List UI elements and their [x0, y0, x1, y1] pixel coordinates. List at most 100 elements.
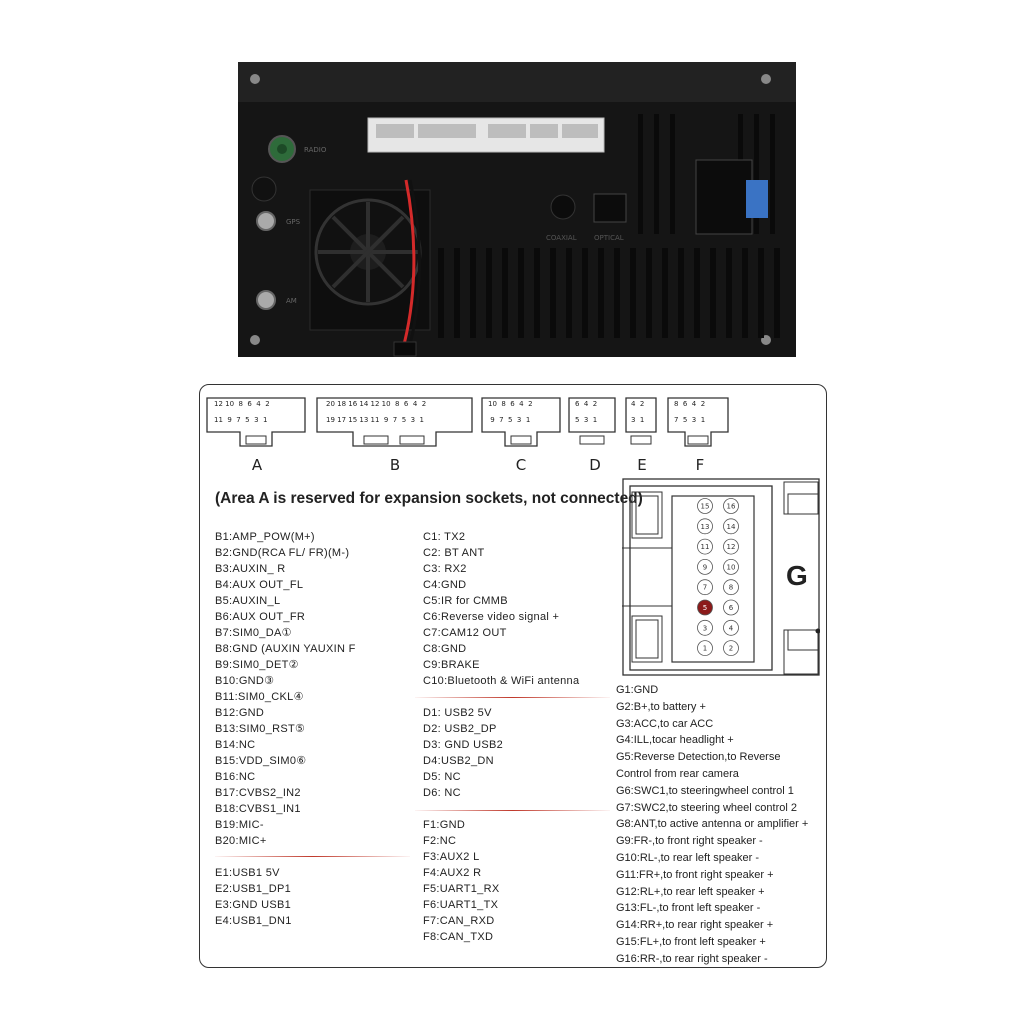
separator-line [415, 810, 610, 811]
g-pin-item: G3:ACC,to car ACC [616, 717, 714, 730]
connector-d: 6 4 2 5 3 1 [568, 396, 616, 448]
g-pin-number: 4 [729, 624, 734, 632]
d-pin-item: D4:USB2_DN [423, 755, 494, 767]
f-pin-item: F5:UART1_RX [423, 883, 500, 895]
b-pin-item: B20:MIC+ [215, 835, 267, 847]
c-pin-item: C3: RX2 [423, 563, 467, 575]
gps-label: GPS [286, 218, 301, 226]
connector-a-label: A [251, 456, 263, 474]
b-pin-item: B19:MIC- [215, 819, 264, 831]
screw-icon [250, 335, 260, 345]
g-pin-number: 10 [727, 563, 736, 571]
g-pin-number: 15 [701, 503, 710, 511]
g-pin-number: 8 [729, 584, 733, 592]
am-port-icon [256, 290, 276, 310]
e-pin-item: E1:USB1 5V [215, 867, 280, 879]
connector-c: 10 8 6 4 2 9 7 5 3 1 [481, 396, 561, 448]
e-pin-item: E2:USB1_DP1 [215, 883, 292, 895]
g-pin-item: G5:Reverse Detection,to Reverse [616, 751, 781, 764]
separator-line [415, 697, 610, 698]
connector-e-bottom-pins: 3 1 [631, 416, 645, 424]
b-pin-item: B6:AUX OUT_FR [215, 611, 306, 623]
d-pin-item: D1: USB2 5V [423, 707, 492, 719]
f-pin-item: F6:UART1_TX [423, 899, 499, 911]
g-pin-item: G9:FR-,to front right speaker - [616, 835, 763, 848]
b-pin-item: B18:CVBS1_IN1 [215, 803, 301, 815]
c-pin-item: C4:GND [423, 579, 467, 591]
connector-e-label: E [637, 456, 647, 474]
connector-a-bottom-pins: 11 9 7 5 3 1 [214, 416, 268, 424]
c-pin-item: C7:CAM12 OUT [423, 627, 507, 639]
iso-connector [695, 159, 753, 235]
g-pin-number: 5 [703, 604, 707, 612]
c-pin-item: C5:IR for CMMB [423, 595, 508, 607]
am-label: AM [286, 297, 297, 305]
b-pin-item: B3:AUXIN_ R [215, 563, 286, 575]
connector-g-label: G [786, 560, 808, 591]
b-pin-item: B17:CVBS2_IN2 [215, 787, 301, 799]
c-pin-item: C9:BRAKE [423, 659, 480, 671]
b-pin-list: B1:AMP_POW(M+) B2:GND(RCA FL/ FR)(M-) B3:A… [215, 529, 356, 849]
connector-b-bottom-pins: 19 17 15 13 11 9 7 5 3 1 [326, 416, 424, 424]
g-pin-number: 12 [727, 543, 736, 551]
connector-c-label: C [515, 456, 527, 474]
g-pin-number: 9 [703, 563, 707, 571]
g-pin-number: 7 [703, 584, 707, 592]
b-pin-item: B16:NC [215, 771, 256, 783]
f-pin-item: F8:CAN_TXD [423, 931, 494, 943]
g-pin-circle [697, 579, 713, 596]
c-pin-item: C8:GND [423, 643, 467, 655]
g-pin-number: 1 [703, 645, 707, 653]
g-pin-item: G6:SWC1,to steeringwheel control 1 [616, 784, 794, 797]
connector-e-top-pins: 4 2 [631, 400, 645, 408]
g-pin-number: 16 [727, 503, 736, 511]
b-pin-item: B14:NC [215, 739, 256, 751]
connector-c-bottom-pins: 9 7 5 3 1 [488, 416, 531, 424]
g-pin-number: 13 [701, 523, 710, 531]
f-pin-item: F3:AUX2 L [423, 851, 480, 863]
coaxial-label: COAXIAL [546, 234, 577, 242]
connector-f-bottom-pins: 7 5 3 1 [674, 416, 706, 424]
connector-f: 8 6 4 2 7 5 3 1 [667, 396, 729, 448]
b-pin-item: B11:SIM0_CKL④ [215, 691, 304, 703]
g-pin-item: G12:RL+,to rear left speaker + [616, 885, 765, 898]
g-pin-circle [723, 518, 739, 535]
b-pin-item: B1:AMP_POW(M+) [215, 531, 315, 543]
optical-label: OPTICAL [594, 234, 624, 242]
b-pin-item: B9:SIM0_DET② [215, 659, 299, 671]
g-pin-item: G13:FL-,to front left speaker - [616, 902, 761, 915]
connector-a-top-pins: 12 10 8 6 4 2 [214, 400, 270, 408]
g-pin-number: 14 [727, 523, 736, 531]
g-pin-number: 6 [729, 604, 734, 612]
head-unit-illustration: RADIO GPS AM [238, 62, 796, 357]
b-pin-item: B12:GND [215, 707, 265, 719]
screw-icon [761, 74, 771, 84]
d-pin-item: D3: GND USB2 [423, 739, 504, 751]
g-pin-circle [697, 640, 713, 657]
g-pin-circle [723, 559, 739, 575]
b-pin-item: B5:AUXIN_L [215, 595, 281, 607]
g-pin-number: 11 [701, 543, 710, 551]
g-pin-circle [723, 619, 739, 636]
b-pin-item: B15:VDD_SIM0⑥ [215, 755, 307, 767]
g-pin-item: G4:ILL,tocar headlight + [616, 734, 734, 747]
radio-label: RADIO [304, 146, 327, 154]
g-pin-circle [697, 559, 713, 575]
g-pin-item: G1:GND [616, 684, 659, 696]
b-pin-item: B2:GND(RCA FL/ FR)(M-) [215, 547, 350, 559]
separator-line [215, 856, 410, 857]
connector-e: 4 2 3 1 [625, 396, 657, 448]
b-pin-item: B10:GND③ [215, 675, 275, 687]
g-pin-circle [697, 518, 713, 535]
connector-d-label: D [589, 456, 601, 474]
g-pin-item: Control from rear camera [616, 767, 739, 780]
g-pin-circle [697, 538, 713, 555]
b-pin-item: B7:SIM0_DA① [215, 627, 292, 639]
g-pin-circle [723, 538, 739, 555]
g-pin-circle [723, 579, 739, 596]
